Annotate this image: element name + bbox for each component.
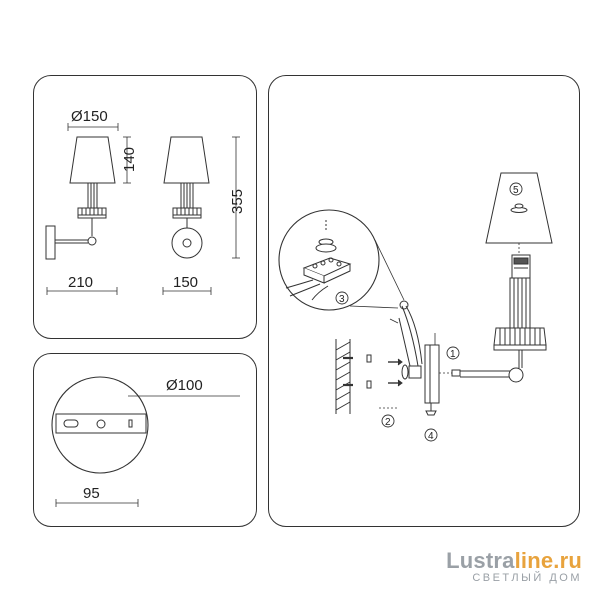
callout-4: 4: [428, 431, 434, 442]
dimensions-panel: [33, 75, 257, 339]
front-view-sconce: [163, 136, 210, 259]
terminal-detail: [278, 209, 405, 311]
shade-diameter-label: Ø150: [71, 108, 108, 125]
shade-height-label: 140: [121, 147, 138, 172]
wall-section: [335, 339, 353, 414]
callout-2: 2: [385, 417, 391, 428]
side-view-sconce: [45, 136, 116, 260]
callout-3: 3: [339, 294, 345, 305]
base-width-label: 95: [83, 485, 100, 502]
callout-5: 5: [513, 185, 519, 196]
total-height-label: 355: [229, 189, 246, 214]
brand-tagline: СВЕТЛЫЙ ДОМ: [472, 572, 582, 584]
base-diameter-label: Ø100: [166, 377, 203, 394]
projection-label: 210: [68, 274, 93, 291]
width-label: 150: [173, 274, 198, 291]
brand-name-part2: line.ru: [514, 548, 582, 573]
brand-name-part1: Lustra: [446, 548, 515, 573]
brand-logo: Lustraline.ru СВЕТЛЫЙ ДОМ: [446, 548, 582, 584]
callout-1: 1: [450, 349, 456, 360]
base-plate-drawing: [51, 376, 149, 474]
